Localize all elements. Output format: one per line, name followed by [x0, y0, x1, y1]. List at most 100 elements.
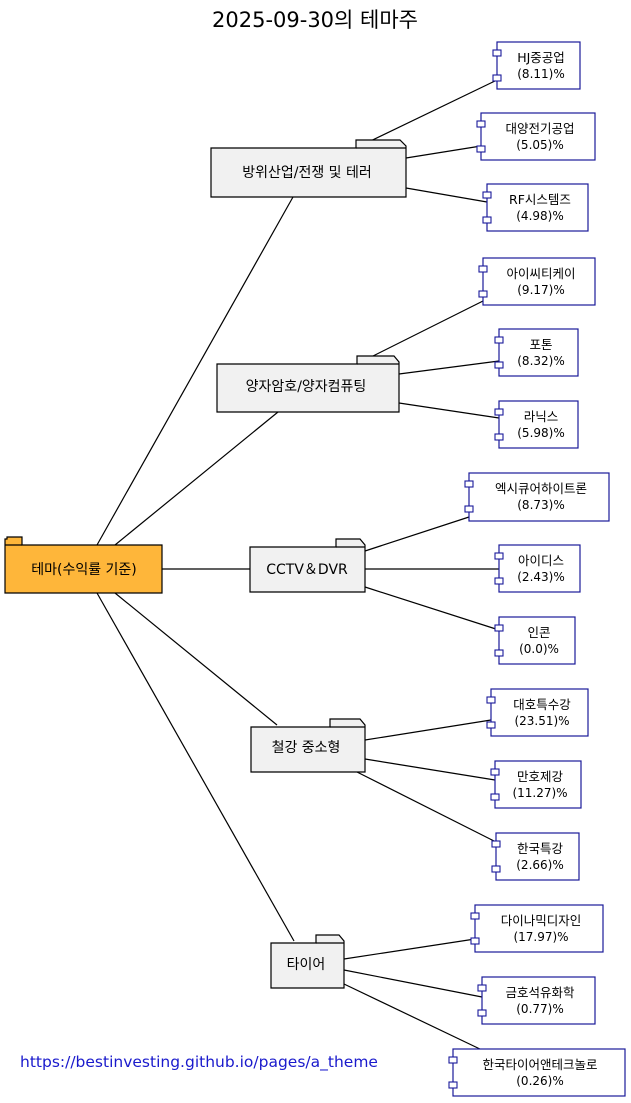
theme-node-1[interactable]: 방위산업/전쟁 및 테러: [210, 139, 407, 198]
stock-name: 인콘: [527, 625, 550, 640]
root-folder-icon: [4, 536, 163, 594]
stock-name: 엑시큐어하이트론: [495, 481, 587, 496]
theme-node-3[interactable]: CCTV＆DVR: [249, 538, 366, 593]
stock-return: (23.51)%: [514, 714, 569, 728]
stock-return: (17.97)%: [513, 930, 568, 944]
stock-return: (8.73)%: [517, 498, 564, 512]
stock-node[interactable]: 만호제강 (11.27)%: [490, 760, 582, 809]
folder-icon: [250, 718, 366, 773]
stock-node[interactable]: 한국타이어앤테크놀로 (0.26)%: [448, 1048, 626, 1097]
edge-theme-1-stock-1: [355, 79, 498, 149]
edge-theme-4-stock-1: [364, 719, 492, 741]
edge-theme-4-stock-2: [364, 758, 496, 781]
edge-theme-1-stock-3: [405, 187, 488, 203]
theme-label: 방위산업/전쟁 및 테러: [242, 165, 372, 181]
stock-node[interactable]: 금호석유화학 (0.77)%: [477, 976, 596, 1025]
stock-name: 만호제강: [517, 769, 564, 784]
stock-return: (11.27)%: [512, 786, 567, 800]
port-icon: [476, 120, 486, 128]
port-icon: [490, 768, 500, 776]
stock-name: 포톤: [529, 337, 552, 352]
port-icon: [448, 1081, 458, 1089]
port-icon: [470, 937, 480, 945]
source-link[interactable]: https://bestinvesting.github.io/pages/a_…: [20, 1053, 378, 1071]
stock-name: 한국특강: [517, 841, 564, 856]
stock-name: 금호석유화학: [505, 985, 575, 1000]
stock-name: 한국타이어앤테크놀로: [482, 1057, 597, 1072]
theme-node-2[interactable]: 양자암호/양자컴퓨팅: [216, 355, 400, 413]
port-icon: [478, 265, 488, 273]
port-icon: [486, 721, 496, 729]
edge-root-theme-5: [96, 592, 295, 942]
port-icon: [470, 912, 480, 920]
port-icon: [490, 793, 500, 801]
stock-return: (0.0)%: [519, 642, 559, 656]
port-icon: [477, 1009, 487, 1017]
folder-icon: [270, 934, 345, 989]
port-icon: [476, 145, 486, 153]
folder-icon: [216, 355, 400, 413]
port-icon: [464, 505, 474, 513]
port-icon: [482, 216, 492, 224]
stock-name: 대호특수강: [513, 697, 571, 712]
port-icon: [494, 361, 504, 369]
stock-return: (5.98)%: [517, 426, 564, 440]
port-icon: [478, 290, 488, 298]
theme-node-5[interactable]: 타이어: [270, 934, 345, 989]
edge-theme-3-stock-3: [364, 586, 500, 631]
port-icon: [491, 840, 501, 848]
edges: [96, 79, 500, 1051]
stock-node[interactable]: 라닉스 (5.98)%: [494, 400, 579, 449]
stock-name: 아이디스: [518, 553, 564, 568]
root-theme-node[interactable]: 테마(수익률 기준): [4, 536, 163, 594]
theme-node-4[interactable]: 철강 중소형: [250, 718, 366, 773]
edge-theme-4-stock-3: [356, 771, 497, 843]
port-icon: [494, 624, 504, 632]
stock-return: (2.66)%: [516, 858, 563, 872]
port-icon: [492, 74, 502, 82]
stock-node[interactable]: RF시스템즈 (4.98)%: [482, 183, 589, 232]
port-icon: [494, 433, 504, 441]
stock-name: 라닉스: [524, 409, 559, 424]
stock-node[interactable]: 다이나믹디자인 (17.97)%: [470, 904, 604, 953]
port-icon: [494, 577, 504, 585]
stock-node[interactable]: 포톤 (8.32)%: [494, 328, 579, 377]
edge-theme-1-stock-2: [405, 145, 482, 159]
stock-return: (2.43)%: [517, 570, 564, 584]
stock-node[interactable]: 인콘 (0.0)%: [494, 616, 576, 665]
edge-theme-5-stock-3: [343, 983, 483, 1051]
edge-root-theme-2: [114, 411, 279, 546]
diagram-title: 2025-09-30의 테마주: [212, 8, 418, 32]
root-theme-label: 테마(수익률 기준): [31, 562, 137, 578]
theme-label: 철강 중소형: [272, 740, 341, 756]
folder-icon: [210, 139, 407, 198]
stock-return: (0.77)%: [516, 1002, 563, 1016]
port-icon: [464, 480, 474, 488]
stock-name: HJ중공업: [517, 50, 565, 65]
port-icon: [448, 1056, 458, 1064]
edge-theme-2-stock-2: [398, 360, 500, 375]
stock-return: (4.98)%: [516, 209, 563, 223]
edge-theme-2-stock-3: [398, 402, 500, 419]
stock-node[interactable]: 엑시큐어하이트론 (8.73)%: [464, 472, 610, 522]
stock-name: 다이나믹디자인: [501, 913, 582, 928]
edge-theme-5-stock-2: [343, 969, 483, 998]
stock-name: 아이씨티케이: [506, 266, 575, 281]
stock-return: (5.05)%: [516, 138, 563, 152]
edge-theme-2-stock-1: [356, 300, 484, 365]
port-icon: [486, 696, 496, 704]
port-icon: [494, 649, 504, 657]
port-icon: [491, 865, 501, 873]
stock-node[interactable]: 아이디스 (2.43)%: [494, 544, 581, 593]
stock-node[interactable]: 한국특강 (2.66)%: [491, 832, 580, 881]
stock-node[interactable]: 대양전기공업 (5.05)%: [476, 112, 596, 161]
stock-node[interactable]: 아이씨티케이 (9.17)%: [478, 257, 596, 306]
folder-icon: [249, 538, 366, 593]
theme-label: 타이어: [287, 957, 326, 973]
stock-return: (9.17)%: [517, 283, 564, 297]
stock-name: RF시스템즈: [509, 192, 571, 207]
stock-node[interactable]: HJ중공업 (8.11)%: [492, 41, 581, 90]
port-icon: [494, 336, 504, 344]
stock-node[interactable]: 대호특수강 (23.51)%: [486, 688, 589, 737]
